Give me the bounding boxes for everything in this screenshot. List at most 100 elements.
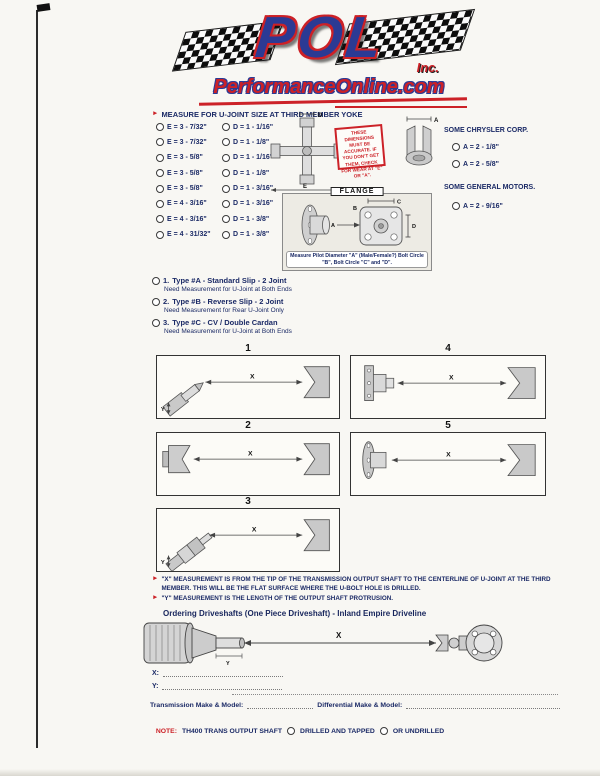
option-d-circle[interactable] <box>222 153 230 162</box>
option-d-circle[interactable] <box>222 184 230 193</box>
dimension-d-label: D = 1 - 3/8" <box>233 215 270 223</box>
option-e-circle[interactable] <box>156 215 164 224</box>
transmission-fill-line[interactable] <box>247 700 314 709</box>
type-note: Need Measurement for Rear U-Joint Only <box>164 307 284 314</box>
svg-text:X: X <box>252 526 257 533</box>
option-d-circle[interactable] <box>222 169 230 178</box>
driveshaft-overview-diagram: Y X <box>143 622 503 667</box>
measurement-diagram-4: X <box>364 365 536 401</box>
option-d-circle[interactable] <box>222 138 230 147</box>
measurement-diagram-5: X <box>362 441 536 479</box>
svg-text:X: X <box>250 373 255 380</box>
svg-text:Y: Y <box>161 560 165 566</box>
dimension-d-label: D = 1 - 1/8" <box>233 169 270 177</box>
svg-text:E: E <box>303 184 307 190</box>
type-title-label: Type #A - Standard Slip - 2 Joint <box>172 276 287 285</box>
option-e-circle[interactable] <box>156 169 164 178</box>
option-row: E = 3 - 7/32" D = 1 - 1/8" <box>156 138 273 147</box>
x-value-row: X: <box>152 668 283 677</box>
bullet-arrow-icon: ► <box>152 594 159 601</box>
chrysler-option-row: A = 2 - 1/8" <box>452 143 499 151</box>
option-e-circle[interactable] <box>156 153 164 162</box>
measurement-diagram-1: Y X <box>161 366 330 417</box>
option-e-circle[interactable] <box>156 230 164 239</box>
gm-option-row: A = 2 - 9/16" <box>452 202 503 210</box>
option-row: E = 4 - 3/16" D = 1 - 3/16" <box>156 199 274 208</box>
type-circle[interactable] <box>152 318 160 327</box>
logo-inc-text: Inc. <box>416 60 439 75</box>
ujoint-size-options: E = 3 - 7/32" D = 1 - 1/16" E = 3 - 7/32… <box>156 123 273 239</box>
dimension-e-label: E = 4 - 31/32" <box>167 231 211 239</box>
option-d-circle[interactable] <box>222 199 230 208</box>
x-fill-line[interactable] <box>163 668 283 677</box>
option-row: E = 3 - 5/8" D = 1 - 1/16" <box>156 153 273 162</box>
dimension-d-label: D = 1 - 1/16" <box>233 123 274 131</box>
svg-text:Y: Y <box>226 661 230 667</box>
svg-text:X: X <box>446 451 451 458</box>
option-e-circle[interactable] <box>156 138 164 147</box>
dimension-e-label: E = 4 - 3/16" <box>167 200 207 208</box>
type-circle[interactable] <box>152 276 160 285</box>
logo-underline <box>335 106 467 108</box>
option-d-circle[interactable] <box>222 215 230 224</box>
type-number: 2. <box>163 297 170 306</box>
note-text: TH400 TRANS OUTPUT SHAFT <box>181 727 283 735</box>
svg-text:D: D <box>318 113 323 119</box>
dimension-e-label: E = 3 - 7/32" <box>167 123 207 131</box>
x-note-text: "X" MEASUREMENT IS FROM THE TIP OF THE T… <box>161 576 551 592</box>
scan-edge-shadow <box>0 769 600 776</box>
logo-site-text: PerformanceOnline.com <box>213 76 445 98</box>
measurement-diagram-2: X <box>162 443 330 476</box>
type-note: Need Measurement for U-Joint at Both End… <box>164 328 292 335</box>
dotted-separator <box>232 694 558 695</box>
option-a-circle[interactable] <box>452 202 460 210</box>
y-note-text: "Y" MEASUREMENT IS THE LENGTH OF THE OUT… <box>161 595 394 602</box>
drilled-tapped-label: DRILLED AND TAPPED <box>300 727 375 735</box>
bullet-arrow-icon: ► <box>152 110 159 118</box>
option-e-circle[interactable] <box>156 123 164 131</box>
undrilled-label: OR UNDRILLED <box>392 727 445 735</box>
ujoint-cross-diagram: D E <box>270 111 344 192</box>
differential-fill-line[interactable] <box>406 700 560 709</box>
drilled-tapped-circle[interactable] <box>287 727 296 735</box>
option-d-circle[interactable] <box>222 230 230 239</box>
dimension-e-label: E = 3 - 5/8" <box>167 185 203 193</box>
y-fill-line[interactable] <box>162 681 283 690</box>
flange-caption: Measure Pilot Diameter "A" (Male/Female?… <box>286 251 428 268</box>
make-model-row: Transmission Make & Model: Differential … <box>150 700 560 709</box>
dimension-a-label: A = 2 - 5/8" <box>463 160 499 168</box>
diagram-number: 3 <box>245 496 251 507</box>
dimension-d-label: D = 1 - 3/16" <box>233 200 274 208</box>
svg-text:D: D <box>412 224 416 230</box>
option-e-circle[interactable] <box>156 184 164 193</box>
option-a-circle[interactable] <box>452 143 460 151</box>
type-title-label: Type #C - CV / Double Cardan <box>172 318 278 327</box>
svg-text:X: X <box>248 450 253 457</box>
dimension-e-label: E = 3 - 7/32" <box>167 138 207 146</box>
y-value-row: Y: <box>152 681 283 690</box>
type-circle[interactable] <box>152 297 160 306</box>
pol-logo: POL Inc. PerformanceOnline.com <box>171 5 476 109</box>
y-measurement-note: ► "Y" MEASUREMENT IS THE LENGTH OF THE O… <box>152 594 560 604</box>
undrilled-circle[interactable] <box>379 727 388 735</box>
option-row: E = 4 - 3/16" D = 1 - 3/8" <box>156 215 273 224</box>
diagram-box-3: 3 Y X <box>156 496 340 572</box>
dimension-a-label: A = 2 - 1/8" <box>463 143 499 151</box>
option-d-circle[interactable] <box>222 123 230 131</box>
diagram-box-4: 4 X <box>350 343 546 419</box>
svg-text:X: X <box>336 631 342 640</box>
option-row: E = 4 - 31/32" D = 1 - 3/8" <box>156 230 273 239</box>
option-a-circle[interactable] <box>452 160 460 168</box>
dimension-e-label: E = 3 - 5/8" <box>167 154 203 162</box>
diagram-number: 2 <box>245 420 251 431</box>
type-note: Need Measurement for U-Joint at Both End… <box>164 286 292 293</box>
note-label: NOTE: <box>155 727 177 735</box>
diagram-box-1: 1 Y X <box>156 343 340 419</box>
type-number: 3. <box>163 318 170 327</box>
scan-artifact-blob <box>36 3 51 12</box>
differential-label: Differential Make & Model: <box>317 702 403 709</box>
flange-label: FLANGE <box>330 187 384 196</box>
svg-text:C: C <box>397 200 401 206</box>
option-e-circle[interactable] <box>156 199 164 208</box>
